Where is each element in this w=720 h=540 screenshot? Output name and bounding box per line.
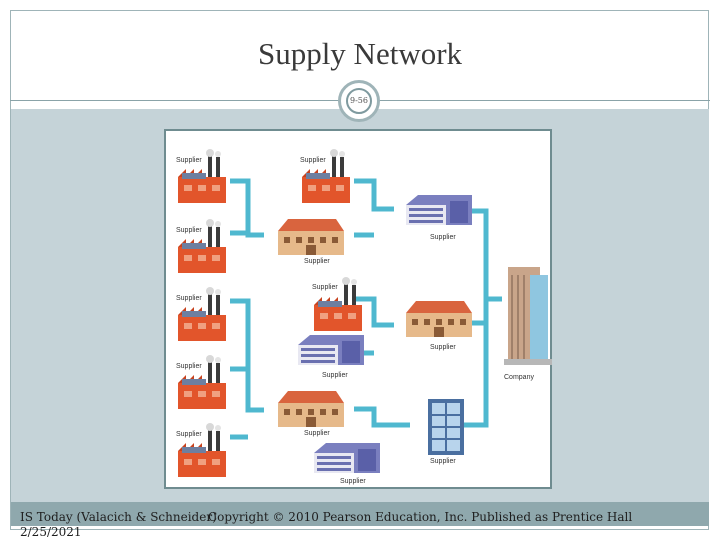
company-building: Company [503, 266, 552, 381]
footer-date: 2/25/2021 [20, 525, 82, 539]
supplier-label: Supplier [176, 157, 202, 164]
supplier-label: Supplier [430, 344, 456, 351]
supplier-factory-top: Supplier [300, 149, 350, 203]
supplier-label: Supplier [176, 227, 202, 234]
footer-source: IS Today (Valacich & Schneider) 2/25/202… [20, 510, 217, 540]
footer-source-text: IS Today (Valacich & Schneider) [20, 510, 217, 524]
supply-network-diagram: Supplier Supplier Supplier Supplier Supp… [164, 129, 552, 489]
page-number-badge: 9-56 [338, 80, 380, 122]
company-label: Company [504, 374, 534, 381]
supplier-office-3: Supplier [406, 195, 472, 241]
supplier-label: Supplier [300, 157, 326, 164]
supplier-factory-2: Supplier [176, 219, 226, 273]
supplier-label: Supplier [176, 363, 202, 370]
supplier-label: Supplier [304, 430, 330, 437]
supplier-office-2: Supplier [314, 443, 380, 485]
supplier-factory-1: Supplier [176, 149, 226, 203]
footer-bar [11, 502, 709, 526]
supplier-label: Supplier [322, 372, 348, 379]
slide-title: Supply Network [257, 36, 463, 71]
supplier-office-1: Supplier [298, 335, 364, 379]
supplier-warehouse-2: Supplier [278, 391, 344, 437]
supplier-factory-3: Supplier [176, 287, 226, 341]
supplier-warehouse-1: Supplier [278, 219, 344, 265]
footer-copyright: Copyright © 2010 Pearson Education, Inc.… [208, 510, 633, 524]
supplier-label: Supplier [312, 284, 338, 291]
supplier-label: Supplier [340, 478, 366, 485]
network-arrows [230, 178, 502, 462]
supplier-label: Supplier [430, 458, 456, 465]
supplier-factory-4: Supplier [176, 355, 226, 409]
supplier-label: Supplier [304, 258, 330, 265]
supplier-label: Supplier [430, 234, 456, 241]
supplier-warehouse-3: Supplier [406, 301, 472, 351]
supplier-factory-mid: Supplier [312, 277, 362, 331]
supplier-factory-5: Supplier [176, 423, 226, 477]
supplier-label: Supplier [176, 431, 202, 438]
supplier-label: Supplier [176, 295, 202, 302]
page-number: 9-56 [346, 88, 372, 114]
supplier-glass-tower: Supplier [427, 398, 465, 465]
